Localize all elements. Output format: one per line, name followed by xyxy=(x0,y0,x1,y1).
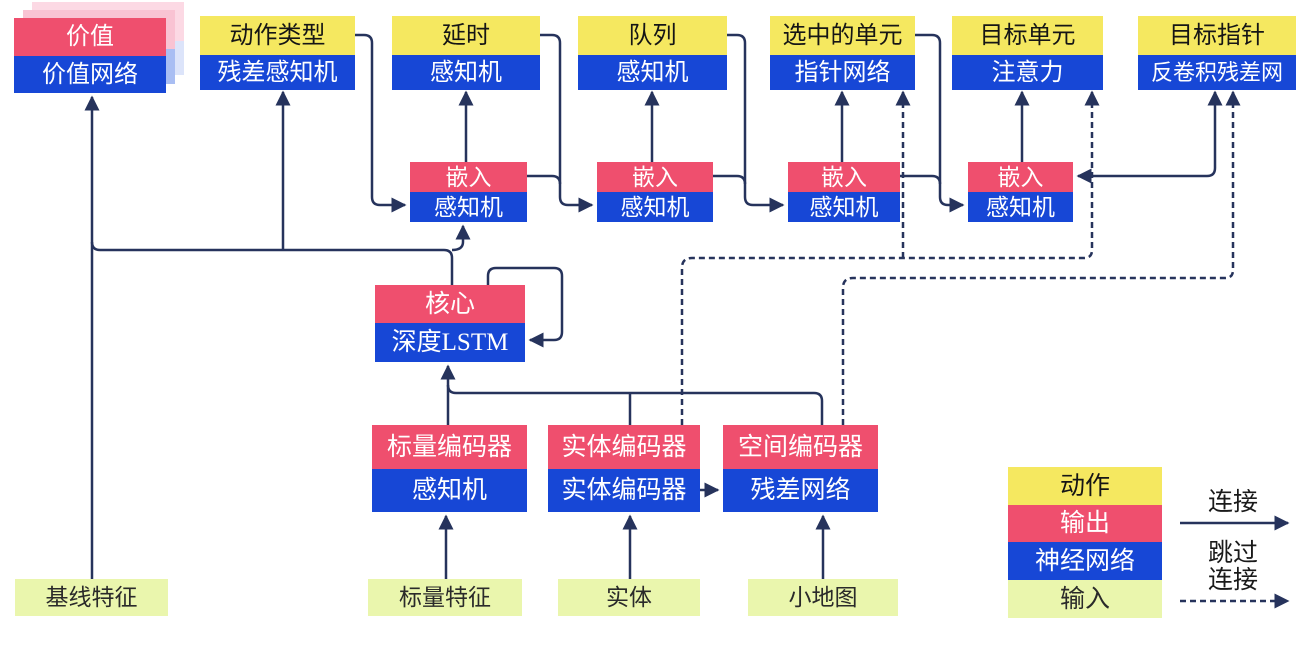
node-value-network-label: 价值网络 xyxy=(14,56,166,93)
node-entities-label: 实体 xyxy=(558,579,700,616)
legend-skip-label-line2: 连接 xyxy=(1207,567,1258,594)
node-embed2-network-label: 感知机 xyxy=(597,192,713,222)
connector-delay-to-embed2 xyxy=(540,33,594,213)
node-minimap-label: 小地图 xyxy=(748,579,898,616)
legend-connection-label: 连接 xyxy=(1207,489,1258,516)
node-queue: 队列 感知机 xyxy=(578,16,727,90)
node-baseline-features: 基线特征 xyxy=(15,579,168,616)
connector-embed4-to-target-point xyxy=(1076,90,1223,184)
connector-embed3-merge xyxy=(900,174,942,185)
node-action-type-network-label: 残差感知机 xyxy=(200,55,355,90)
node-target-unit-network-label: 注意力 xyxy=(952,55,1103,90)
connector-core-to-embed1 xyxy=(451,224,471,252)
connector-queue-to-embed3 xyxy=(727,33,785,213)
node-action-type-action-label: 动作类型 xyxy=(200,16,355,55)
node-selected-units: 选中的单元 指针网络 xyxy=(770,16,915,90)
node-core-network-label: 深度LSTM xyxy=(375,323,525,362)
node-embed4: 嵌入 感知机 xyxy=(968,162,1073,222)
node-selected-units-action-label: 选中的单元 xyxy=(770,16,915,55)
node-value: 价值 价值网络 xyxy=(14,18,166,93)
connector-core-branch-left xyxy=(90,241,454,285)
connector-action-type-to-embed1 xyxy=(355,33,407,213)
node-entity-encoder: 实体编码器 实体编码器 xyxy=(548,425,700,512)
node-target-point: 目标指针 反卷积残差网 xyxy=(1138,16,1296,90)
node-embed1-network-label: 感知机 xyxy=(410,192,527,222)
node-delay: 延时 感知机 xyxy=(392,16,540,90)
node-queue-network-label: 感知机 xyxy=(578,55,727,90)
node-action-type: 动作类型 残差感知机 xyxy=(200,16,355,90)
node-scalar-encoder-output-label: 标量编码器 xyxy=(372,425,527,469)
node-entities: 实体 xyxy=(558,579,700,616)
node-embed1: 嵌入 感知机 xyxy=(410,162,527,222)
connector-embed2-merge xyxy=(713,174,747,185)
node-minimap: 小地图 xyxy=(748,579,898,616)
node-value-output-label: 价值 xyxy=(14,18,166,56)
node-spatial-encoder-output-label: 空间编码器 xyxy=(723,425,878,469)
legend-network-label: 神经网络 xyxy=(1008,542,1162,580)
node-core: 核心 深度LSTM xyxy=(375,285,525,362)
node-embed1-output-label: 嵌入 xyxy=(410,162,527,192)
node-core-output-label: 核心 xyxy=(375,285,525,323)
node-entity-encoder-output-label: 实体编码器 xyxy=(548,425,700,469)
node-spatial-encoder: 空间编码器 残差网络 xyxy=(723,425,878,512)
node-scalar-features: 标量特征 xyxy=(368,579,522,616)
node-embed4-output-label: 嵌入 xyxy=(968,162,1073,192)
node-target-point-action-label: 目标指针 xyxy=(1138,16,1296,55)
node-embed2-output-label: 嵌入 xyxy=(597,162,713,192)
node-embed3-output-label: 嵌入 xyxy=(788,162,900,192)
node-scalar-features-label: 标量特征 xyxy=(368,579,522,616)
node-embed4-network-label: 感知机 xyxy=(968,192,1073,222)
node-delay-network-label: 感知机 xyxy=(392,55,540,90)
node-target-unit-action-label: 目标单元 xyxy=(952,16,1103,55)
node-target-point-network-label: 反卷积残差网 xyxy=(1138,55,1296,90)
node-embed3: 嵌入 感知机 xyxy=(788,162,900,222)
connector-core-self-loop xyxy=(486,266,564,348)
connector-spatial-collector xyxy=(446,384,824,425)
legend-input-label: 输入 xyxy=(1008,580,1162,618)
node-embed3-network-label: 感知机 xyxy=(788,192,900,222)
legend-output-label: 输出 xyxy=(1008,505,1162,542)
connector-embed1-merge xyxy=(527,174,562,185)
legend-skip-label-line1: 跳过 xyxy=(1207,540,1258,567)
node-spatial-encoder-network-label: 残差网络 xyxy=(723,469,878,512)
node-scalar-encoder: 标量编码器 感知机 xyxy=(372,425,527,512)
node-entity-encoder-network-label: 实体编码器 xyxy=(548,469,700,512)
node-embed2: 嵌入 感知机 xyxy=(597,162,713,222)
legend-action-label: 动作 xyxy=(1008,467,1162,505)
skip-entity-to-target-unit xyxy=(680,90,1100,425)
connector-selected-units-to-embed4 xyxy=(915,33,965,213)
node-scalar-encoder-network-label: 感知机 xyxy=(372,469,527,512)
node-baseline-features-label: 基线特征 xyxy=(15,579,168,616)
skip-spatial-to-target-point xyxy=(841,90,1241,425)
node-delay-action-label: 延时 xyxy=(392,16,540,55)
node-target-unit: 目标单元 注意力 xyxy=(952,16,1103,90)
node-queue-action-label: 队列 xyxy=(578,16,727,55)
legend-color-key: 动作 输出 神经网络 输入 xyxy=(1008,467,1162,618)
node-selected-units-network-label: 指针网络 xyxy=(770,55,915,90)
